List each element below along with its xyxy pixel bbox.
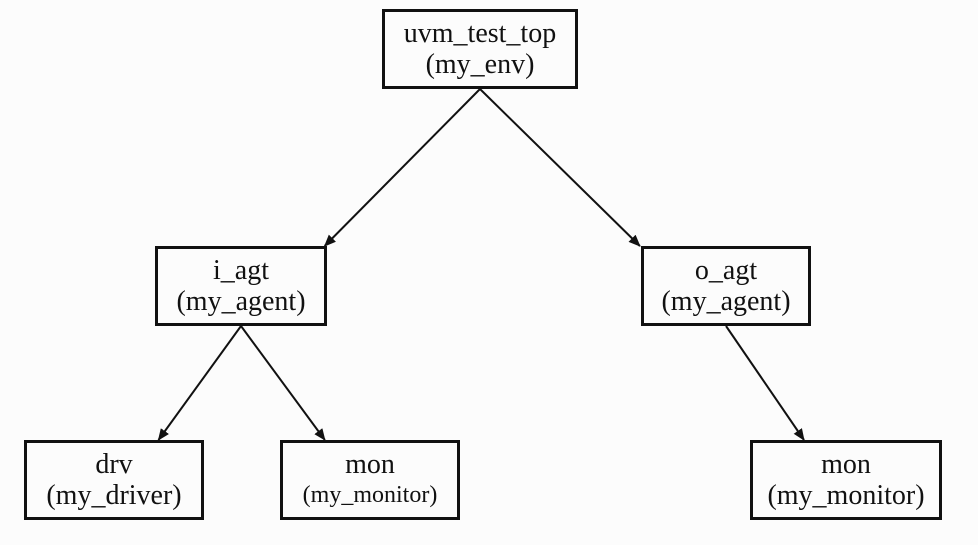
- edge-top-to-oagt: [479, 88, 641, 247]
- node-type: (my_monitor): [302, 482, 438, 508]
- node-type: (my_driver): [46, 480, 182, 511]
- edge-top-to-iagt: [323, 88, 481, 247]
- node-name: i_agt: [213, 255, 269, 286]
- edge-oagt-to-mon2: [725, 325, 805, 441]
- node-type: (my_agent): [661, 286, 791, 317]
- node-i-agt: i_agt (my_agent): [155, 246, 327, 326]
- node-name: drv: [95, 449, 133, 480]
- node-uvm-test-top: uvm_test_top (my_env): [382, 9, 578, 89]
- node-name: mon: [821, 449, 871, 480]
- edge-iagt-to-mon1: [240, 325, 326, 441]
- node-type: (my_env): [425, 49, 535, 80]
- node-name: o_agt: [694, 255, 758, 286]
- edge-iagt-to-drv: [157, 325, 242, 441]
- node-type: (my_agent): [176, 286, 306, 317]
- edges-layer: [157, 88, 805, 441]
- node-o-agt: o_agt (my_agent): [641, 246, 811, 326]
- node-mon-output: mon (my_monitor): [750, 440, 942, 520]
- node-mon-input: mon (my_monitor): [280, 440, 460, 520]
- node-name: uvm_test_top: [403, 18, 557, 49]
- node-drv: drv (my_driver): [24, 440, 204, 520]
- node-type: (my_monitor): [767, 480, 925, 511]
- node-name: mon: [345, 449, 395, 480]
